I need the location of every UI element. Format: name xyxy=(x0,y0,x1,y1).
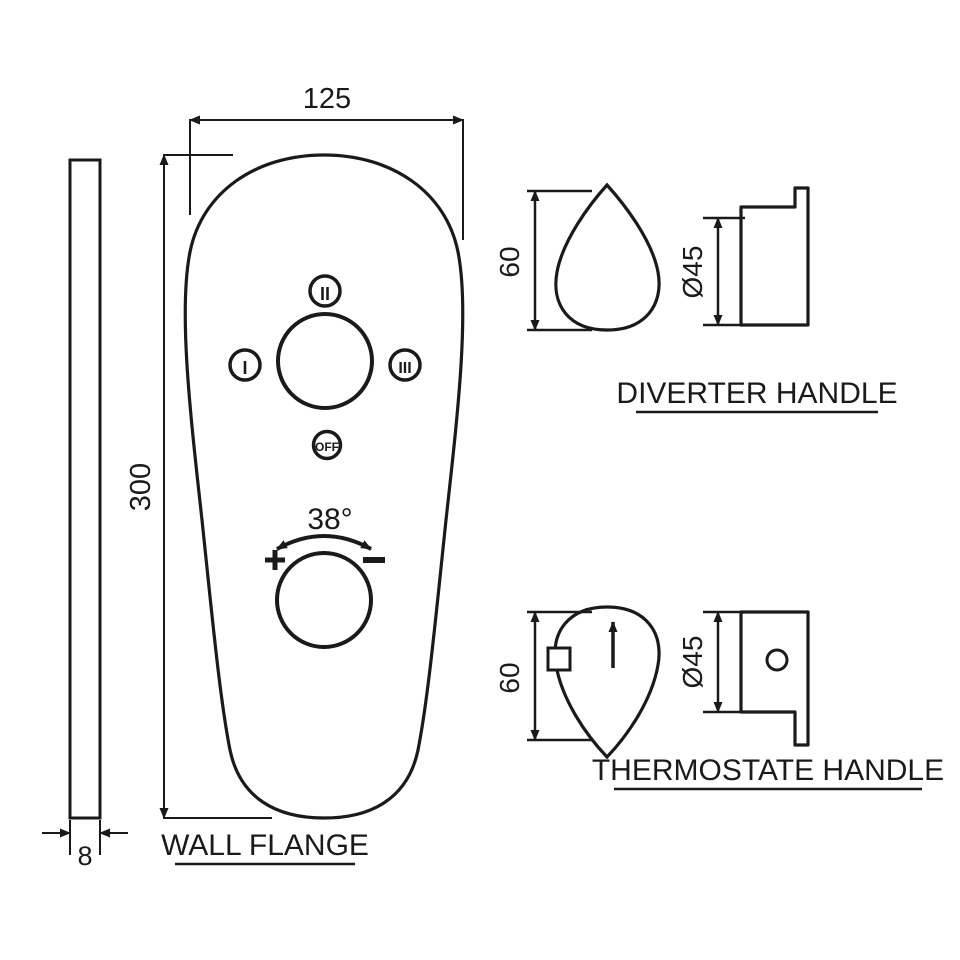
diverter-marker-label-right: III xyxy=(398,360,411,377)
thermostat-control-group[interactable]: 38° xyxy=(265,503,385,649)
dimension-label-height: 300 xyxy=(125,463,157,511)
diverter-control-group[interactable]: II I III OFF xyxy=(228,274,422,461)
thermostat-knob-seat[interactable] xyxy=(275,551,373,649)
thermostat-angle-label: 38° xyxy=(307,503,352,536)
caption-diverter-handle: DIVERTER HANDLE xyxy=(616,377,898,414)
caption-thermostate-handle-text: THERMOSTATE HANDLE xyxy=(592,754,944,787)
dimension-label-diverter-diameter: Ø45 xyxy=(677,246,708,299)
dimension-height-300: 300 xyxy=(125,154,272,819)
thermostate-handle-front-view xyxy=(546,605,661,760)
flange-thickness-profile xyxy=(68,158,102,820)
caption-thermostate-handle: THERMOSTATE HANDLE xyxy=(592,754,944,791)
dimension-diverter-diameter-45: Ø45 xyxy=(677,216,745,327)
thermostate-handle-screw-hole xyxy=(765,648,789,672)
wall-flange-front-view xyxy=(183,153,465,820)
diverter-handle-side-view xyxy=(739,186,810,327)
dimension-label-diverter-height: 60 xyxy=(494,246,525,277)
dimension-thermostate-diameter-45: Ø45 xyxy=(677,610,745,714)
thermostate-handle-teardrop-outline xyxy=(553,605,661,760)
dimension-diverter-height-60: 60 xyxy=(494,189,592,332)
thermostat-plus-icon xyxy=(265,550,285,570)
diverter-handle-bracket-profile xyxy=(739,186,810,327)
thermostat-adjust-arc-arrow xyxy=(276,534,372,551)
diverter-position-marker-off[interactable]: OFF xyxy=(311,429,343,461)
diverter-marker-label-left: I xyxy=(242,358,247,378)
dimension-thickness-8: 8 xyxy=(42,820,128,871)
dimension-label-thermostate-height: 60 xyxy=(494,662,525,693)
thermostate-handle-side-view xyxy=(739,610,810,747)
diverter-position-marker-I[interactable]: I xyxy=(228,348,262,382)
dimension-label-thickness: 8 xyxy=(77,841,92,871)
caption-diverter-handle-text: DIVERTER HANDLE xyxy=(616,377,897,410)
diverter-position-marker-III[interactable]: III xyxy=(388,348,422,382)
diverter-marker-label-bottom: OFF xyxy=(315,440,339,454)
diverter-handle-teardrop-outline xyxy=(554,182,661,332)
dimension-width-125: 125 xyxy=(189,83,464,240)
caption-wall-flange-text: WALL FLANGE xyxy=(161,829,369,862)
diverter-handle-front-view xyxy=(554,182,661,332)
diverter-marker-label-top: II xyxy=(320,284,330,304)
dimension-label-thermostate-diameter: Ø45 xyxy=(677,636,708,689)
diverter-position-marker-II[interactable]: II xyxy=(308,274,342,308)
wall-flange-side-view xyxy=(68,158,102,820)
dimension-thermostate-height-60: 60 xyxy=(494,610,592,742)
flange-outline xyxy=(183,153,465,820)
thermostate-handle-index-tab xyxy=(546,646,572,672)
diverter-knob-seat[interactable] xyxy=(276,312,374,410)
dimension-label-width: 125 xyxy=(303,83,351,115)
caption-wall-flange: WALL FLANGE xyxy=(161,829,369,866)
